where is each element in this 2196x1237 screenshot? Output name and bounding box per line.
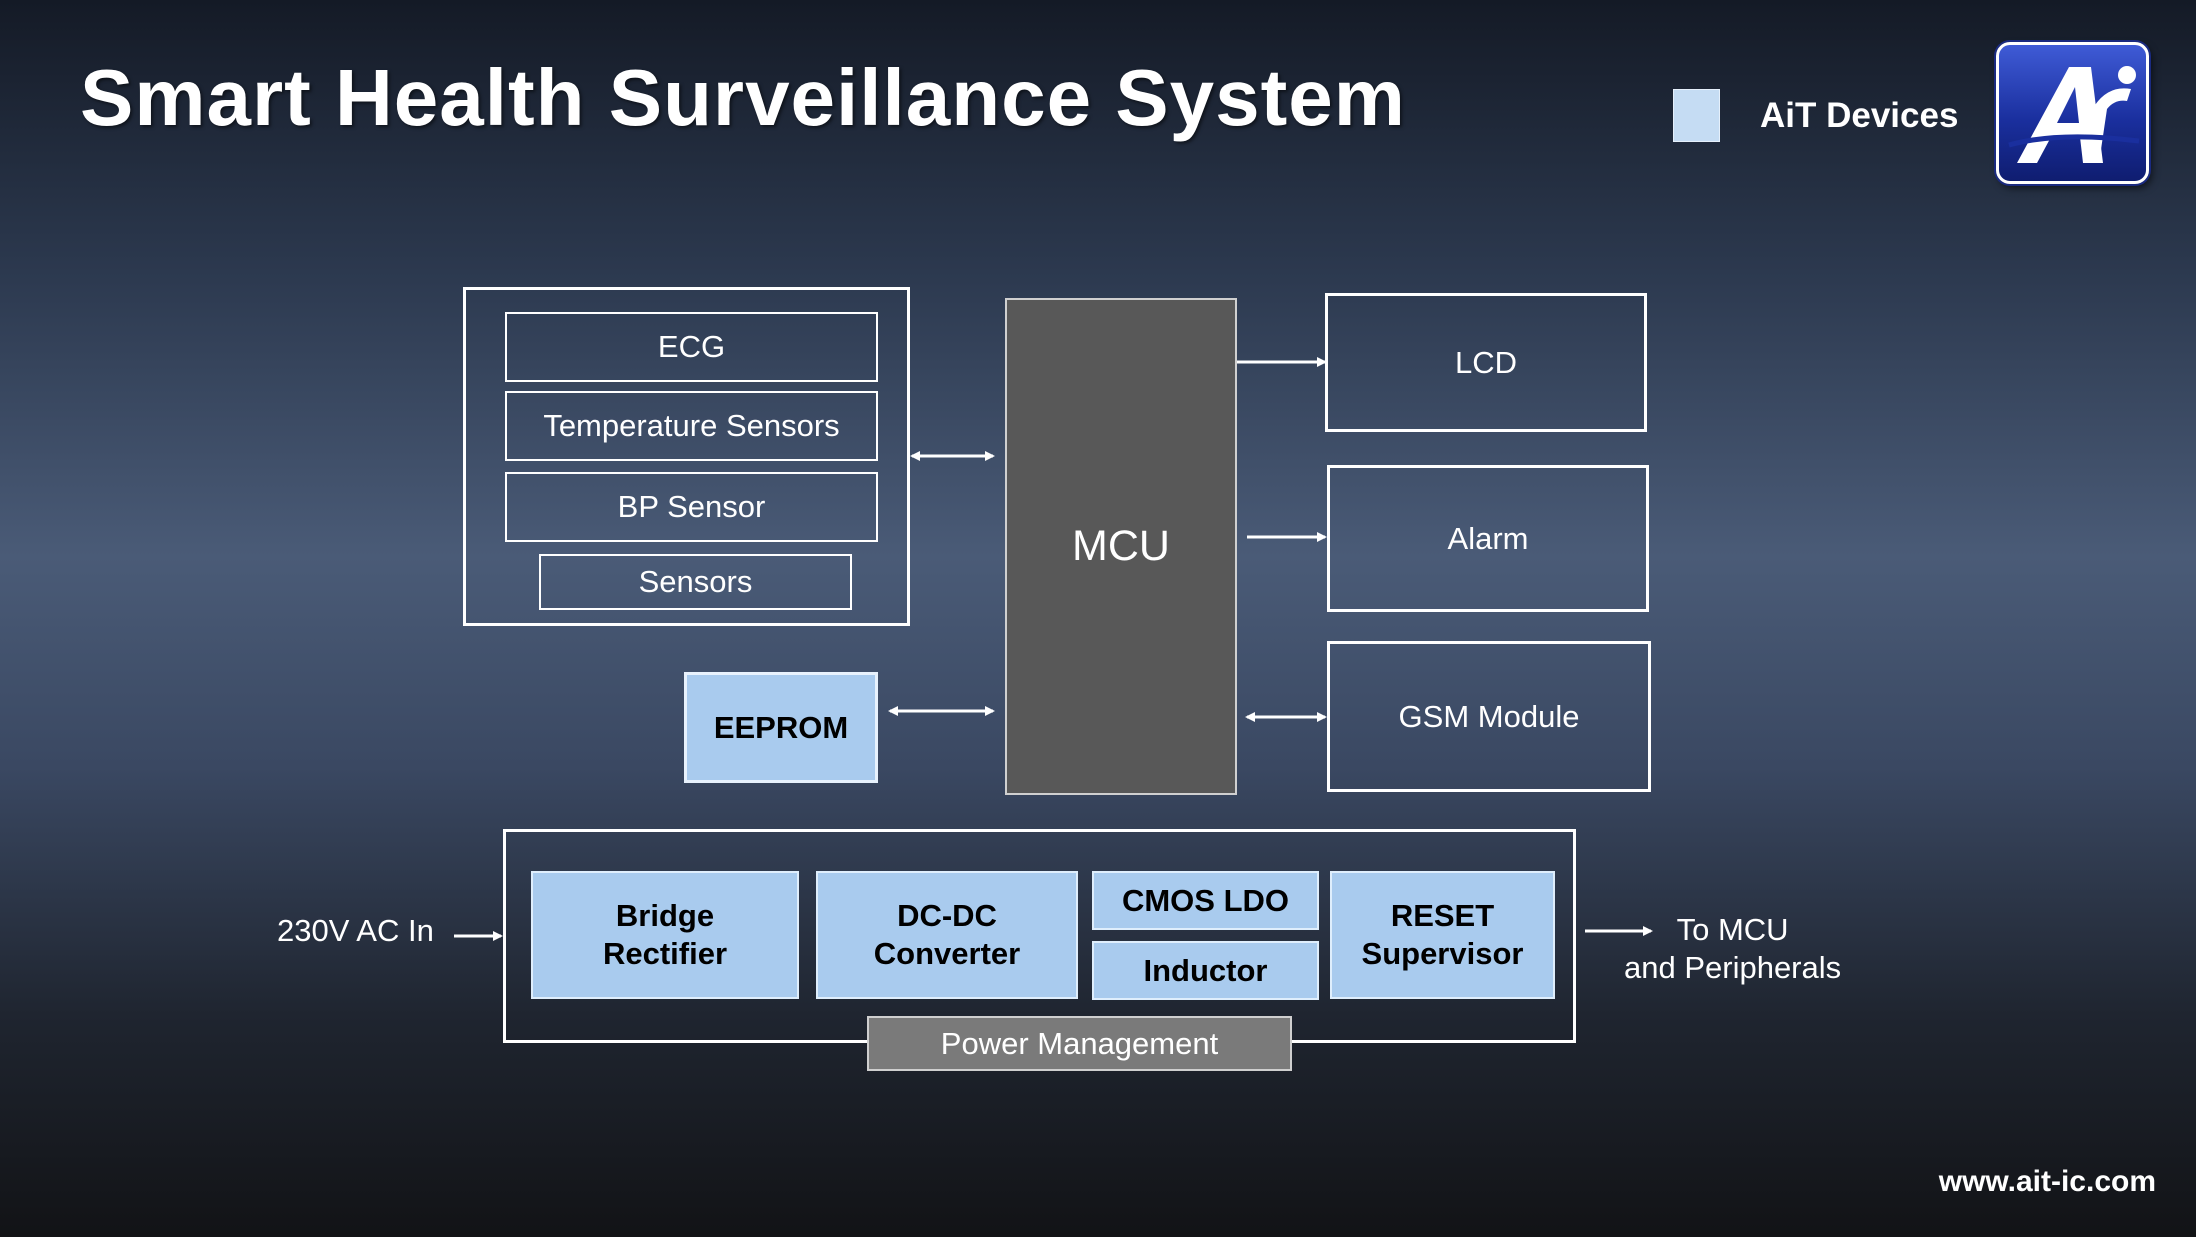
power-output-line1: To MCU	[1676, 912, 1789, 947]
website-url: www.ait-ic.com	[1938, 1165, 2156, 1198]
ait-logo-icon	[1996, 42, 2149, 184]
bridge-rectifier-line2: Rectifier	[602, 936, 728, 971]
reset-supervisor-block: RESET Supervisor	[1330, 871, 1555, 999]
gsm-module-block: GSM Module	[1327, 641, 1651, 792]
gsm-module-label: GSM Module	[1398, 698, 1580, 734]
inductor-label: Inductor	[1143, 952, 1268, 988]
lcd-label: LCD	[1454, 344, 1517, 380]
power-output-line2: and Peripherals	[1624, 950, 1842, 985]
sensors-block: Sensors	[539, 554, 852, 610]
mcu-block: MCU	[1005, 298, 1237, 795]
dc-dc-converter-line1: DC-DC	[897, 898, 997, 933]
alarm-label: Alarm	[1447, 520, 1529, 556]
temperature-sensors-block: Temperature Sensors	[505, 391, 878, 461]
dc-dc-converter-line2: Converter	[873, 936, 1021, 971]
sensors-label: Sensors	[638, 564, 753, 599]
inductor-block: Inductor	[1092, 941, 1319, 1000]
eeprom-block: EEPROM	[684, 672, 878, 783]
alarm-block: Alarm	[1327, 465, 1649, 612]
eeprom-label: EEPROM	[713, 709, 849, 745]
reset-supervisor-line1: RESET	[1390, 898, 1495, 933]
bp-sensor-label: BP Sensor	[617, 489, 766, 524]
power-management-label: Power Management	[940, 1025, 1219, 1061]
bp-sensor-block: BP Sensor	[505, 472, 878, 542]
brand-square	[1673, 89, 1720, 142]
page-title: Smart Health Surveillance System	[80, 53, 1406, 142]
cmos-ldo-block: CMOS LDO	[1092, 871, 1319, 930]
mcu-label: MCU	[1072, 522, 1170, 570]
dc-dc-converter-block: DC-DC Converter	[816, 871, 1078, 999]
cmos-ldo-label: CMOS LDO	[1121, 882, 1290, 918]
ac-input-label: 230V AC In	[277, 913, 434, 948]
reset-supervisor-line2: Supervisor	[1361, 936, 1524, 971]
power-management-label-block: Power Management	[867, 1016, 1292, 1071]
ecg-label: ECG	[657, 329, 726, 364]
brand-name: AiT Devices	[1760, 96, 1959, 135]
bridge-rectifier-line1: Bridge	[615, 898, 715, 933]
bridge-rectifier-block: Bridge Rectifier	[531, 871, 799, 999]
power-output-label: To MCU and Peripherals	[1624, 911, 1841, 987]
sensors-group	[463, 287, 910, 626]
temperature-sensors-label: Temperature Sensors	[543, 408, 840, 443]
ecg-block: ECG	[505, 312, 878, 382]
